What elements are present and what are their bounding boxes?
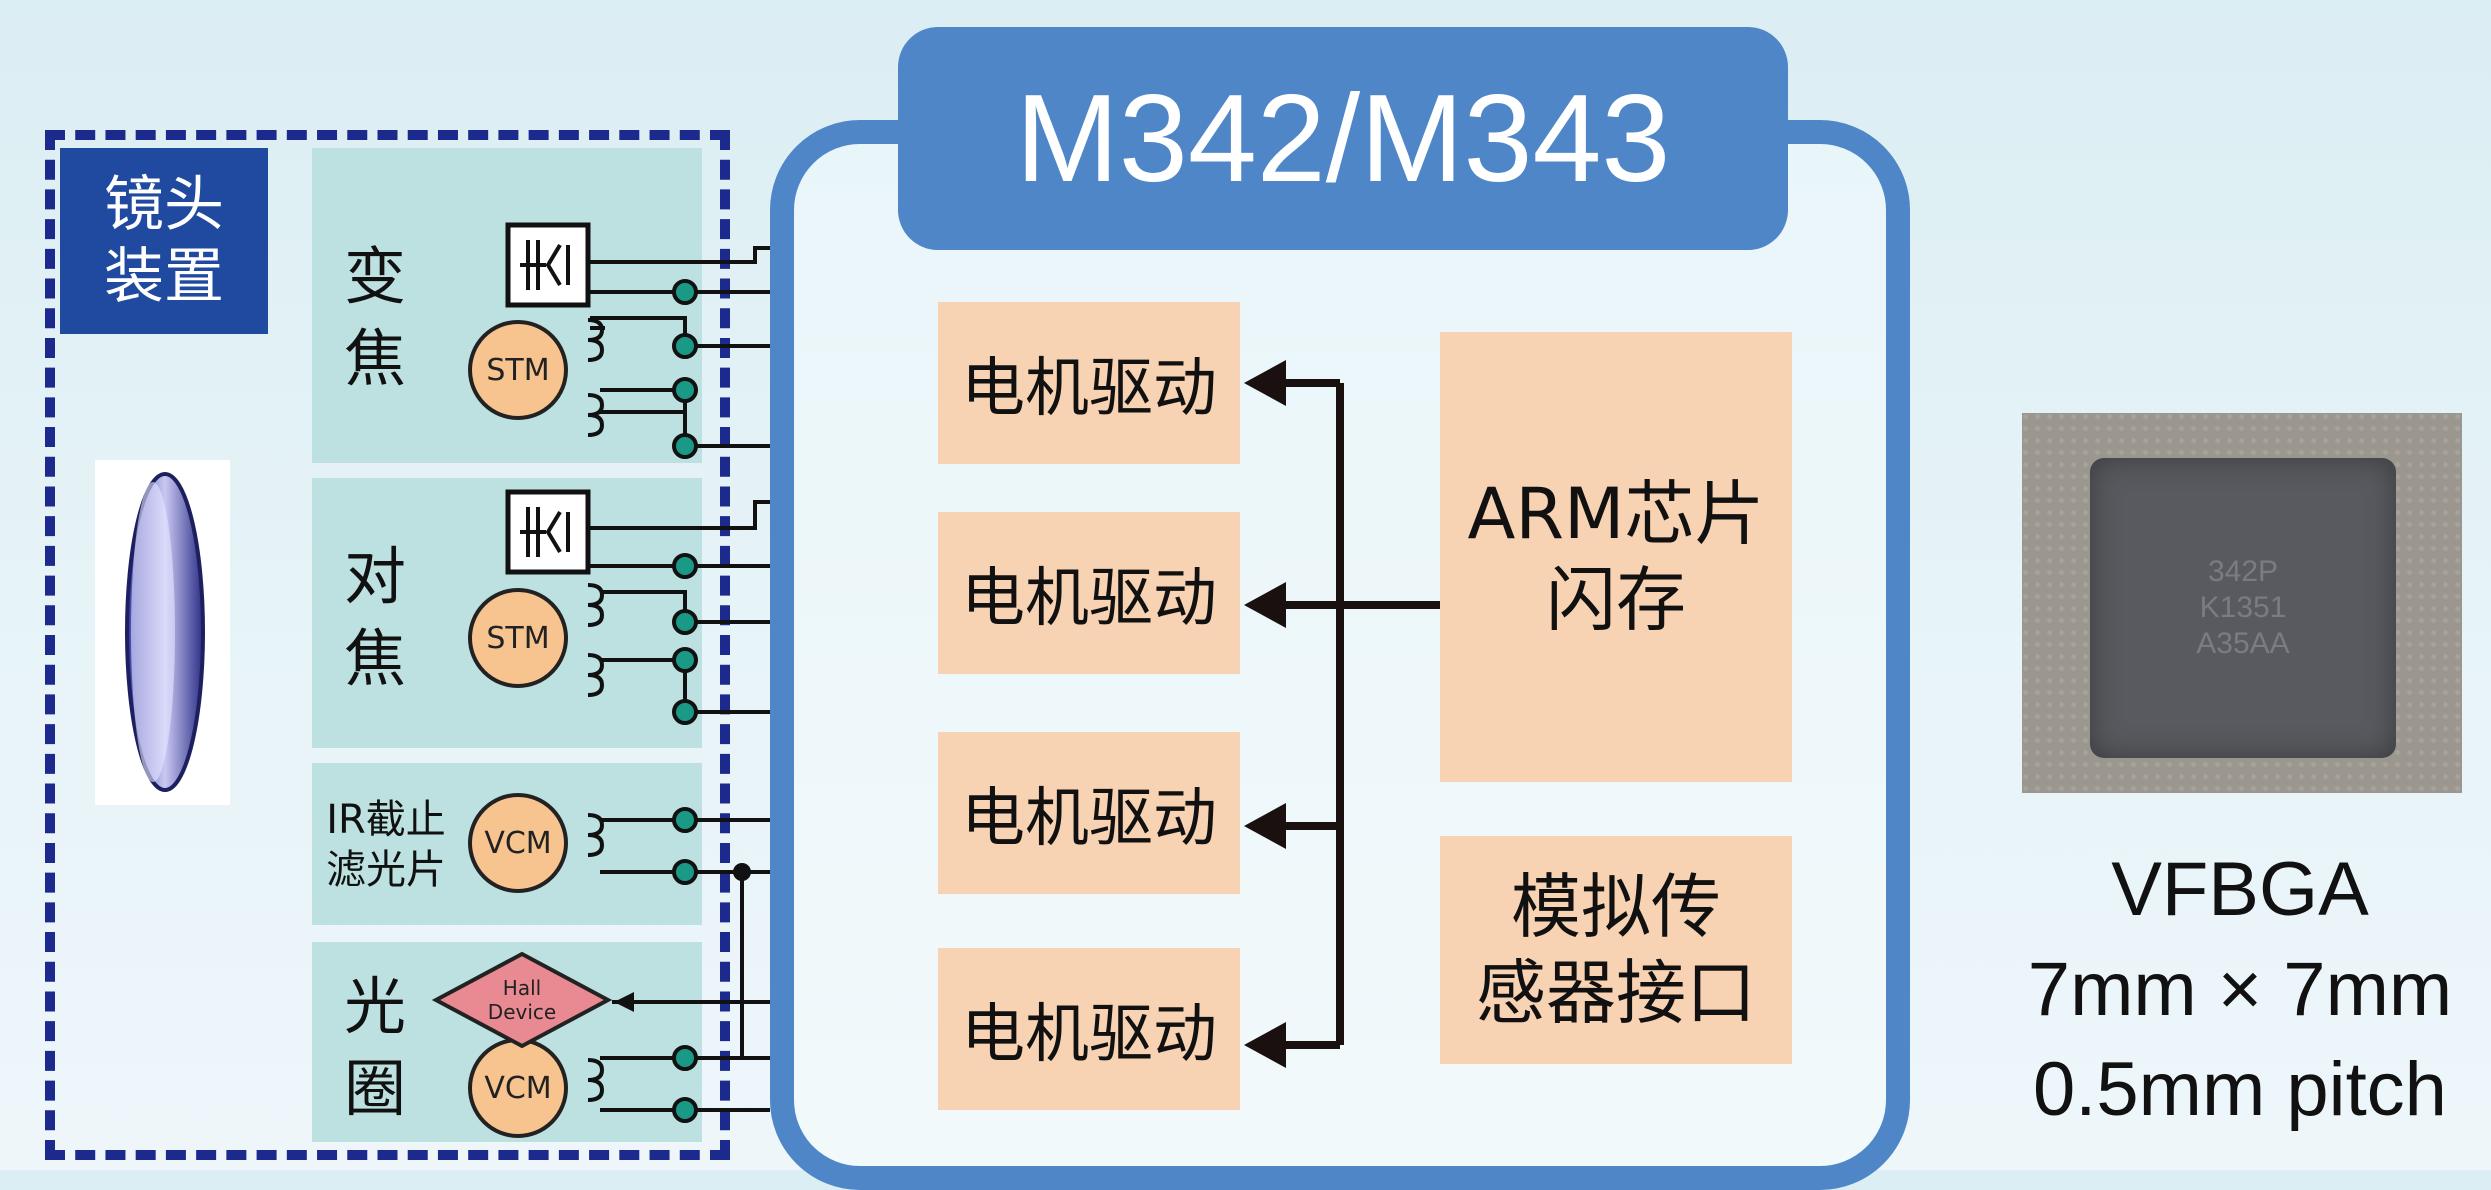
arm-label-1: ARM芯片 (1467, 473, 1765, 555)
lens-module-frame (45, 130, 730, 1160)
ir-cut-label-1: IR截止 (326, 797, 446, 843)
ir-cut-vcm-motor: VCM (468, 793, 568, 893)
chip-die: 342P K1351 A35AA (2090, 458, 2396, 758)
package-pitch: 0.5mm pitch (2033, 1047, 2447, 1132)
arrow-head-4 (1244, 1022, 1286, 1068)
ir-cut-label-2: 滤光片 (326, 847, 446, 893)
focus-label: 对 焦 (330, 528, 420, 708)
motor-driver-2: 电机驱动 (938, 512, 1240, 674)
die-marking-1: 342P (2207, 555, 2279, 588)
motor-driver-3: 电机驱动 (938, 732, 1240, 894)
hall-label-1: Hall (502, 976, 542, 1000)
focus-label-2: 焦 (343, 622, 406, 695)
zoom-label: 变 焦 (330, 228, 420, 408)
iris-label: 光 圈 (330, 958, 420, 1138)
focus-stepper-motor: STM (468, 588, 568, 688)
hall-device-label: Hall Device (432, 968, 612, 1032)
hall-label-2: Device (487, 1000, 557, 1024)
arrow-head-1 (1244, 360, 1286, 406)
hall-device-diamond (432, 951, 612, 1049)
chip-title: M342/M343 (898, 27, 1788, 250)
motor-driver-1: 电机驱动 (938, 302, 1240, 464)
ir-cut-label: IR截止 滤光片 (312, 790, 460, 900)
die-marking-2: K1351 (2199, 591, 2287, 624)
focus-label-1: 对 (343, 540, 406, 613)
sensor-label-2: 感器接口 (1476, 952, 1756, 1034)
die-marking-3: A35AA (2196, 627, 2290, 660)
arrow-head-2 (1244, 582, 1286, 628)
zoom-label-1: 变 (343, 240, 406, 313)
zoom-label-2: 焦 (343, 322, 406, 395)
iris-label-1: 光 (343, 970, 406, 1043)
lens-title-line2: 装置 (104, 242, 224, 312)
arm-flash-block: ARM芯片 闪存 (1440, 332, 1792, 782)
iris-label-2: 圈 (343, 1052, 406, 1125)
package-size: 7mm × 7mm (2027, 947, 2453, 1032)
package-name: VFBGA (2111, 847, 2369, 932)
lens-title-line1: 镜头 (104, 170, 224, 240)
lens-icon (95, 460, 230, 805)
arrow-head-3 (1244, 803, 1286, 849)
lens-module-title: 镜头 装置 (60, 148, 268, 334)
motor-driver-4: 电机驱动 (938, 948, 1240, 1110)
zoom-stepper-motor: STM (468, 320, 568, 420)
arm-label-2: 闪存 (1546, 559, 1686, 641)
analog-sensor-interface-block: 模拟传 感器接口 (1440, 836, 1792, 1064)
package-caption: VFBGA 7mm × 7mm 0.5mm pitch (1990, 840, 2490, 1140)
sensor-label-1: 模拟传 (1511, 866, 1721, 948)
